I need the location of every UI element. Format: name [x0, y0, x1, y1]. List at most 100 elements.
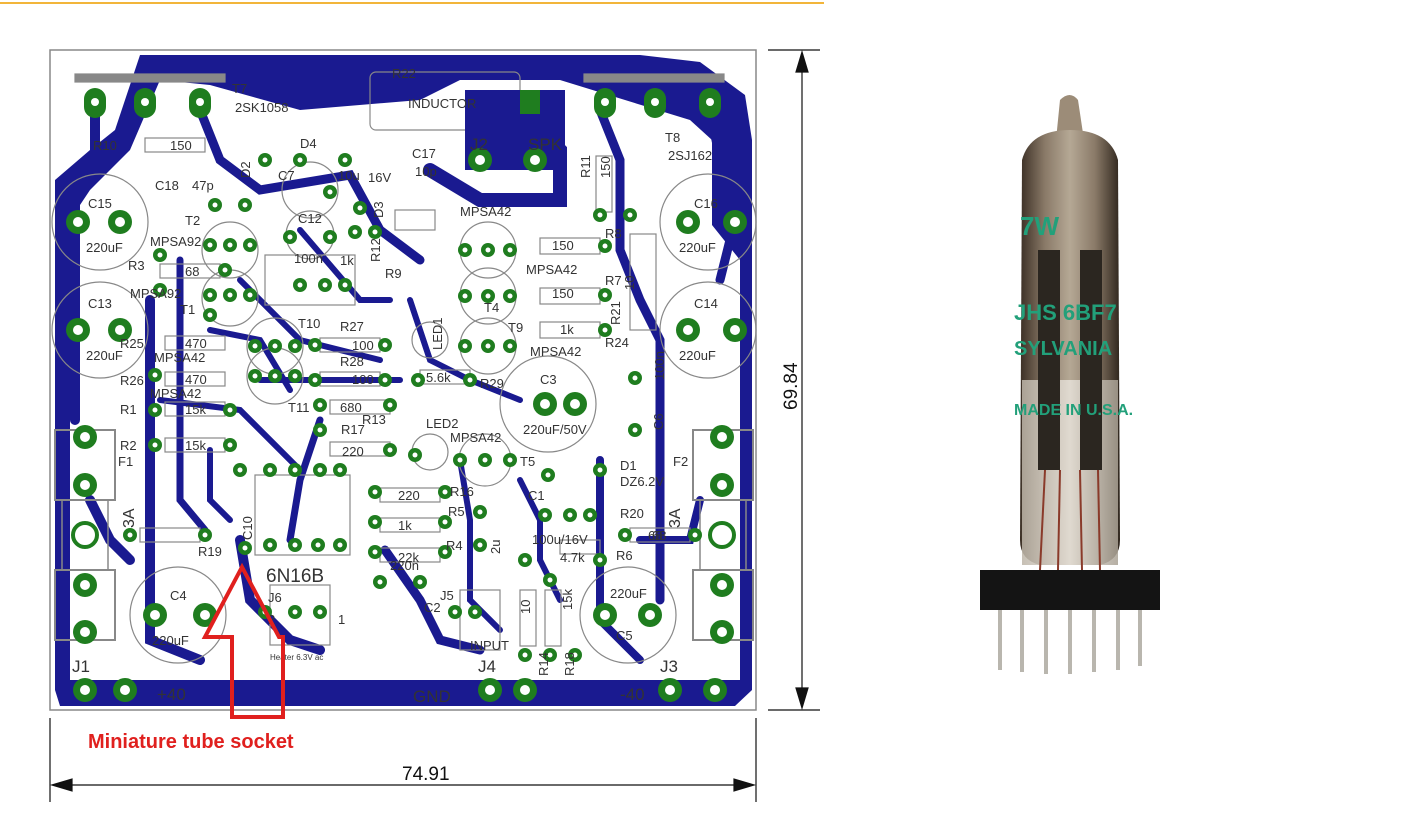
pad-hole [150, 610, 160, 620]
silkscreen-label: D2 [238, 161, 253, 178]
height-dimension: 69.84 [781, 362, 802, 410]
silkscreen-label: T2 [185, 213, 200, 228]
silkscreen-label: 4.7k [560, 550, 585, 565]
pad-hole [115, 325, 125, 335]
silkscreen-label: MPSA92 [130, 286, 181, 301]
silkscreen-label: R16 [450, 484, 474, 499]
pad-hole [237, 467, 243, 473]
pad-hole [312, 342, 318, 348]
pad-hole [357, 205, 363, 211]
silkscreen-label: 150 [170, 138, 192, 153]
pad-hole [382, 377, 388, 383]
silkscreen-label: SPK [528, 135, 563, 154]
pad-hole [80, 627, 90, 637]
pad-hole [80, 685, 90, 695]
pad-hole [467, 377, 473, 383]
silkscreen-label: C18 [155, 178, 179, 193]
silkscreen-label: R2 [120, 438, 137, 453]
pad-hole [597, 212, 603, 218]
inductor-pad [520, 90, 540, 114]
ground-plane-trace [55, 55, 752, 706]
tube-socket-base [980, 570, 1160, 610]
pad-hole [622, 532, 628, 538]
silkscreen-label: R26 [120, 373, 144, 388]
pad-hole [207, 292, 213, 298]
tube-print-line2: JHS 6BF7 [1014, 300, 1117, 325]
silkscreen-label: D4 [300, 136, 317, 151]
silkscreen-label: J3 [660, 657, 678, 676]
silkscreen-label: R14 [536, 652, 551, 676]
silkscreen-label: 100 [352, 372, 374, 387]
pad-hole [710, 685, 720, 695]
silkscreen-label: T7 [232, 81, 247, 96]
pad-hole [287, 234, 293, 240]
pad-hole [462, 247, 468, 253]
silkscreen-label: LED2 [426, 416, 459, 431]
pad-hole [485, 293, 491, 299]
silkscreen-label: 10 [622, 276, 637, 290]
silkscreen-label: T4 [484, 300, 499, 315]
silkscreen-label: T9 [508, 320, 523, 335]
pad-hole [665, 685, 675, 695]
pad-hole [597, 557, 603, 563]
pad-hole [342, 157, 348, 163]
silkscreen-label: C16 [694, 196, 718, 211]
silkscreen-label: C17 [412, 146, 436, 161]
pad-hole [600, 610, 610, 620]
pad-hole [602, 327, 608, 333]
silkscreen-label: C3 [540, 372, 557, 387]
silkscreen-label: R27 [340, 319, 364, 334]
pad-hole [442, 519, 448, 525]
pad-hole [272, 343, 278, 349]
solder-pads [66, 88, 747, 702]
pad-hole [706, 98, 714, 106]
silkscreen-label: R21 [608, 301, 623, 325]
silkscreen-label: T5 [520, 454, 535, 469]
pad-hole [372, 519, 378, 525]
silkscreen-label: J4 [478, 657, 496, 676]
silkscreen-label: 15k [185, 438, 206, 453]
silkscreen-label: R8 [605, 226, 622, 241]
pad-hole [212, 202, 218, 208]
pad-hole [627, 212, 633, 218]
socket-pins [998, 610, 1142, 674]
silkscreen-label: 68 [185, 264, 199, 279]
tube-print-line1: 7W [1020, 211, 1059, 241]
silkscreen-label: 68 [652, 528, 666, 543]
pad-hole [80, 480, 90, 490]
pad-hole [337, 542, 343, 548]
silkscreen-label: D1 [620, 458, 637, 473]
silkscreen-label: J1 [72, 657, 90, 676]
silkscreen-label: 16V [368, 170, 391, 185]
pad-hole [222, 267, 228, 273]
silkscreen-label: R17 [341, 422, 365, 437]
silkscreen-label: MPSA42 [460, 204, 511, 219]
pad-hole [372, 489, 378, 495]
silkscreen-label: DZ6.2V [620, 474, 664, 489]
silkscreen-label: MPSA42 [150, 386, 201, 401]
pad-hole [272, 373, 278, 379]
pad-hole [442, 489, 448, 495]
pad-hole [242, 202, 248, 208]
silkscreen-label: MPSA42 [450, 430, 501, 445]
silkscreen-label: 220uF [679, 240, 716, 255]
silkscreen-label: C5 [616, 628, 633, 643]
pad-hole [196, 98, 204, 106]
silkscreen-label: R7 [605, 273, 622, 288]
silkscreen-label: 3A [667, 508, 684, 528]
pad-hole [387, 447, 393, 453]
silkscreen-label: LED1 [430, 317, 445, 350]
silkscreen-label: T10 [298, 316, 320, 331]
silkscreen-label: 10p [415, 164, 437, 179]
silkscreen-label: T11 [288, 400, 309, 415]
pad-hole [115, 217, 125, 227]
pad-hole [152, 442, 158, 448]
silkscreen-label: C6 [651, 413, 666, 430]
pad-hole [632, 427, 638, 433]
pad-hole [601, 98, 609, 106]
pad-hole [200, 610, 210, 620]
pad-hole [252, 343, 258, 349]
pad-hole [317, 609, 323, 615]
pad-hole [312, 377, 318, 383]
silkscreen-label: 5.6k [426, 370, 451, 385]
